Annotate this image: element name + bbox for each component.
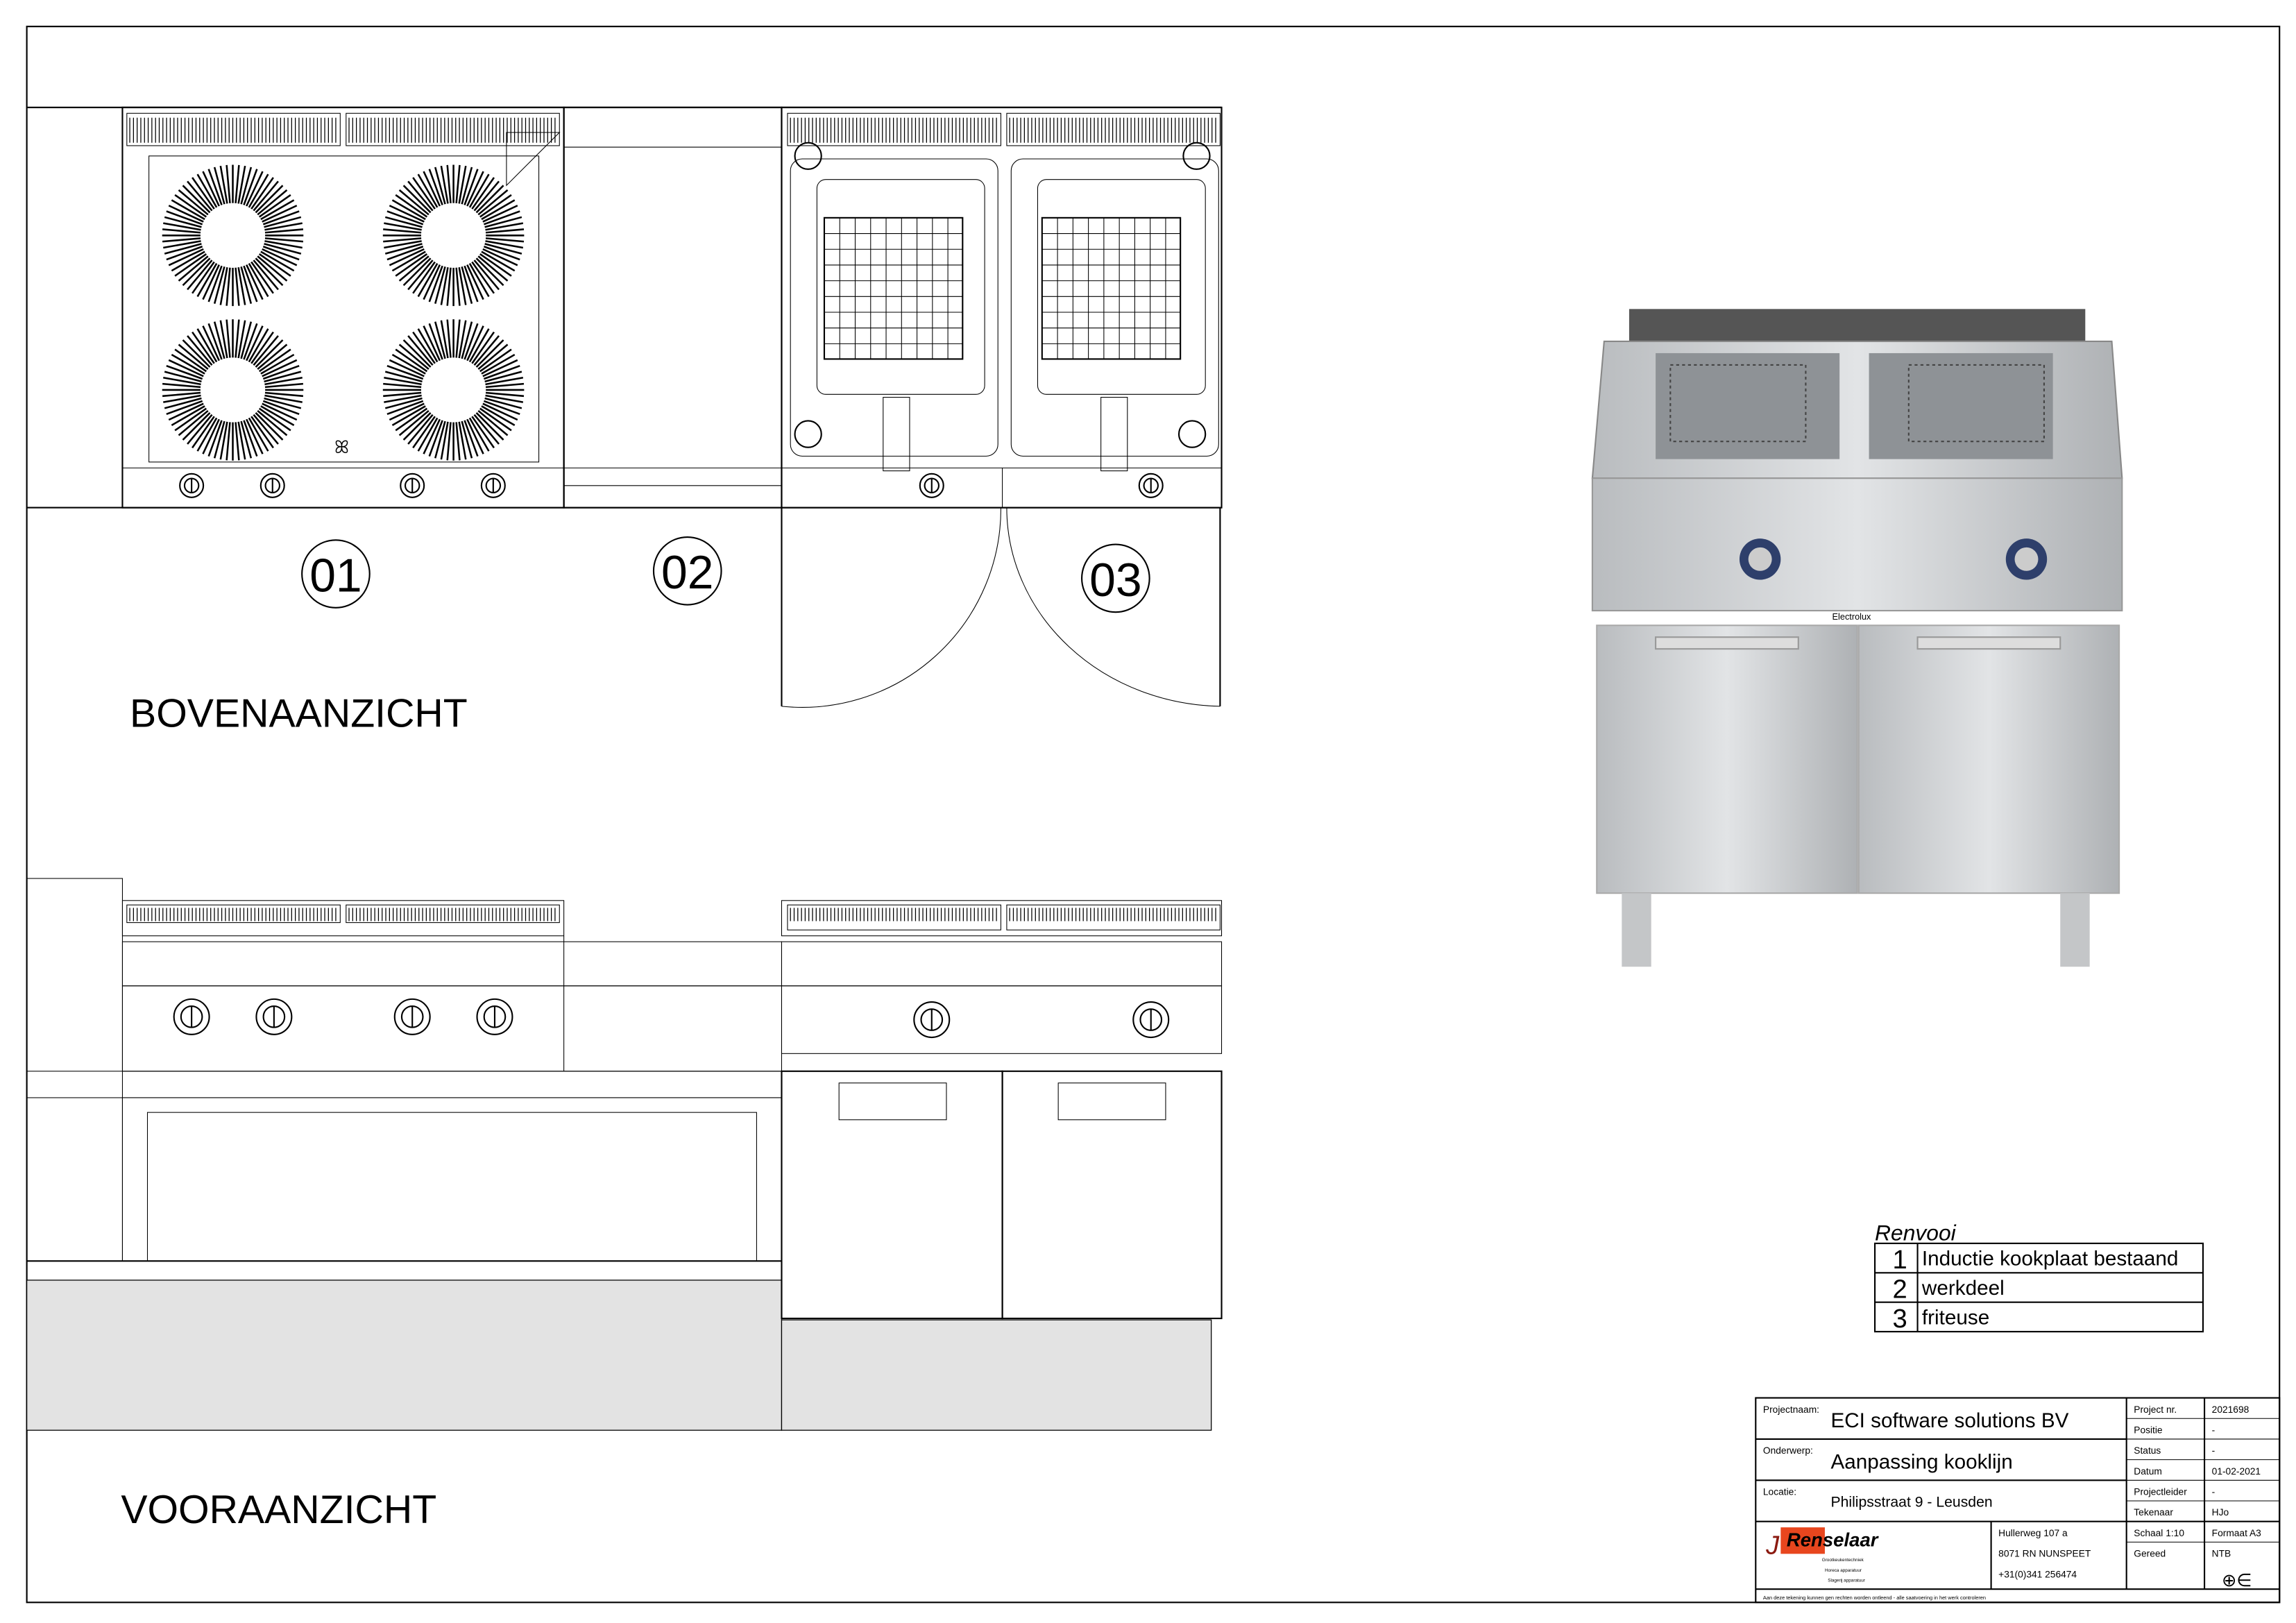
location: Philipsstraat 9 - Leusden — [1830, 1494, 1992, 1510]
control-knob — [260, 473, 285, 498]
title-field-label: Gereed — [2134, 1549, 2166, 1559]
title-field-value: - — [2212, 1445, 2216, 1456]
title-field-label: Status — [2134, 1445, 2161, 1456]
svg-text:01: 01 — [309, 550, 362, 602]
svg-text:02: 02 — [661, 547, 713, 599]
title-field-label: Schaal 1:10 — [2134, 1528, 2184, 1538]
legend-row-2: 2 werkdeel — [1892, 1274, 2004, 1304]
svg-text:03: 03 — [1089, 554, 1141, 606]
control-knobs-top — [179, 473, 506, 498]
title-field-label: Datum — [2134, 1466, 2162, 1477]
svg-text:3: 3 — [1892, 1304, 1907, 1334]
svg-text:Hullerweg 107 a: Hullerweg 107 a — [1998, 1528, 2068, 1538]
title-field-label: Tekenaar — [2134, 1507, 2173, 1518]
svg-text:1: 1 — [1892, 1245, 1907, 1275]
svg-text:Grootkeukentechniek: Grootkeukentechniek — [1822, 1558, 1864, 1563]
svg-text:Locatie:: Locatie: — [1763, 1487, 1796, 1497]
svg-text:+31(0)341 256474: +31(0)341 256474 — [1998, 1569, 2077, 1579]
title-field-value: - — [2212, 1487, 2216, 1497]
title-field-value: HJo — [2212, 1507, 2229, 1518]
disclaimer: Aan deze tekening kunnen gen rechten wor… — [1763, 1595, 1986, 1601]
ce-mark-icon: ⊕∈ — [2222, 1571, 2252, 1590]
workbench-top — [563, 106, 783, 509]
induction-zone — [162, 164, 304, 307]
title-field-label: Positie — [2134, 1425, 2163, 1435]
front-view: VOORAANZICHT — [26, 878, 1223, 1532]
control-knob — [173, 998, 210, 1035]
svg-text:2: 2 — [1892, 1274, 1907, 1304]
svg-text:Renselaar: Renselaar — [1787, 1529, 1879, 1551]
company-logo: J Renselaar Grootkeukentechniek Horeca a… — [1765, 1527, 1879, 1583]
door-swing — [781, 507, 1221, 708]
control-knob — [179, 473, 205, 498]
title-field-value: NTB — [2212, 1549, 2231, 1559]
svg-text:Renvooi: Renvooi — [1875, 1221, 1957, 1246]
front-view-title: VOORAANZICHT — [121, 1488, 436, 1532]
position-label-02: 02 — [652, 536, 722, 606]
control-knob — [400, 473, 425, 498]
sheet-border — [26, 26, 2281, 1604]
svg-text:8071 RN NUNSPEET: 8071 RN NUNSPEET — [1998, 1549, 2091, 1559]
control-knob — [476, 998, 513, 1035]
svg-text:ꕤ: ꕤ — [334, 438, 349, 457]
svg-text:Slagerij apparatuur: Slagerij apparatuur — [1828, 1579, 1866, 1583]
legend-row-1: 1 Inductie kookplaat bestaand — [1892, 1245, 2178, 1275]
control-knob — [393, 998, 431, 1035]
brand-label: Electrolux — [1832, 611, 1871, 622]
legend-renvooi: Renvooi 1 Inductie kookplaat bestaand 2 we… — [1874, 1221, 2204, 1334]
top-view: ꕤ — [26, 106, 1223, 921]
control-knob — [1138, 473, 1164, 498]
control-knob — [480, 473, 506, 498]
position-label-01: 01 — [301, 539, 371, 609]
control-knob — [255, 998, 293, 1035]
svg-text:Projectnaam:: Projectnaam: — [1763, 1404, 1819, 1415]
top-view-title: BOVENAANZICHT — [130, 692, 468, 736]
title-field-label: Project nr. — [2134, 1404, 2177, 1415]
induction-zone — [162, 319, 304, 461]
title-field-label: Projectleider — [2134, 1487, 2187, 1497]
induction-cooktop-top: ꕤ — [121, 106, 1216, 921]
legend-row-3: 3 friteuse — [1892, 1304, 1989, 1334]
fryer-top — [781, 106, 1223, 509]
svg-text:J: J — [1765, 1530, 1780, 1560]
induction-zone — [382, 164, 525, 307]
induction-zone — [382, 319, 525, 461]
subject: Aanpassing kooklijn — [1830, 1450, 2012, 1473]
svg-text:Horeca apparatuur: Horeca apparatuur — [1825, 1568, 1862, 1573]
position-label-03: 03 — [1081, 543, 1150, 613]
title-field-value: 2021698 — [2212, 1404, 2250, 1415]
svg-text:werkdeel: werkdeel — [1921, 1277, 2005, 1300]
svg-text:Inductie kookplaat bestaand: Inductie kookplaat bestaand — [1922, 1248, 2179, 1271]
svg-text:friteuse: friteuse — [1922, 1307, 1989, 1329]
fryer-product-photo: Electrolux — [1591, 309, 2123, 967]
control-knob — [913, 1001, 951, 1039]
project-name: ECI software solutions BV — [1830, 1409, 2068, 1432]
title-field-value: 01-02-2021 — [2212, 1466, 2261, 1477]
control-knob — [1132, 1001, 1170, 1039]
title-field-value: - — [2212, 1425, 2216, 1435]
svg-text:Onderwerp:: Onderwerp: — [1763, 1445, 1813, 1456]
control-knob — [919, 473, 944, 498]
title-field-value: Formaat A3 — [2212, 1528, 2261, 1538]
